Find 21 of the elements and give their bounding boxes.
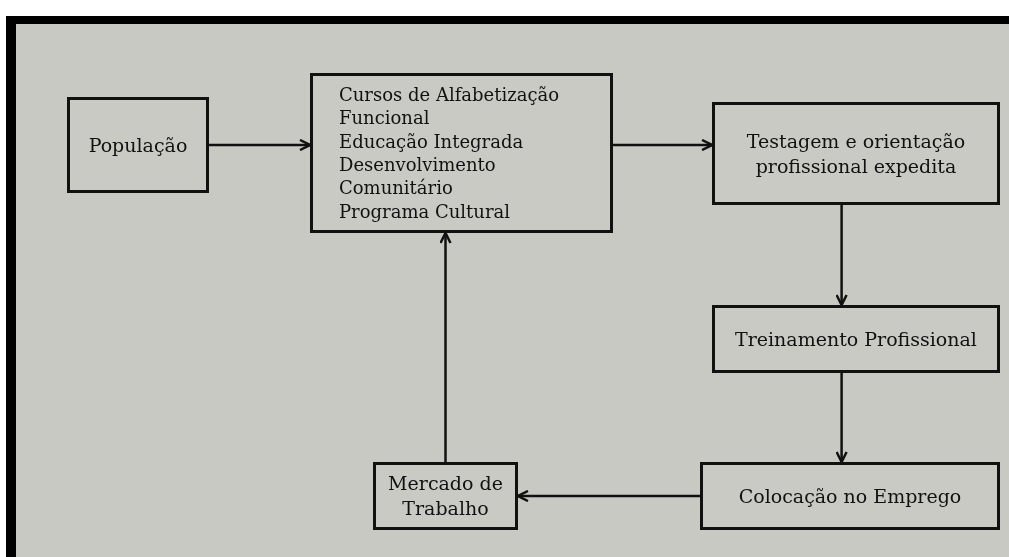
box-text: Treinamento Profissional	[734, 326, 978, 352]
box-text: Testagem e orientação profissional expedita	[745, 128, 967, 179]
box-text: Educação Integrada	[339, 129, 525, 153]
arrow	[835, 373, 848, 464]
arrow	[209, 138, 312, 152]
box-text: Colocação no Emprego	[737, 483, 963, 509]
process-box	[373, 462, 518, 530]
process-box	[310, 73, 613, 233]
box-text: Programa Cultural	[339, 199, 511, 224]
process-box	[67, 97, 209, 193]
box-text: Cursos de Alfabetização Funcional	[339, 82, 561, 130]
box-text: Desenvolvimento Comunitário	[339, 153, 497, 200]
arrow	[516, 489, 700, 503]
process-box	[700, 462, 1000, 530]
arrow	[835, 205, 848, 307]
arrow	[439, 231, 452, 462]
box-text: População	[87, 132, 189, 158]
process-box	[712, 305, 1000, 373]
box-text: Mercado de Trabalho	[387, 471, 504, 521]
process-box	[712, 102, 1000, 205]
arrow	[613, 138, 714, 152]
